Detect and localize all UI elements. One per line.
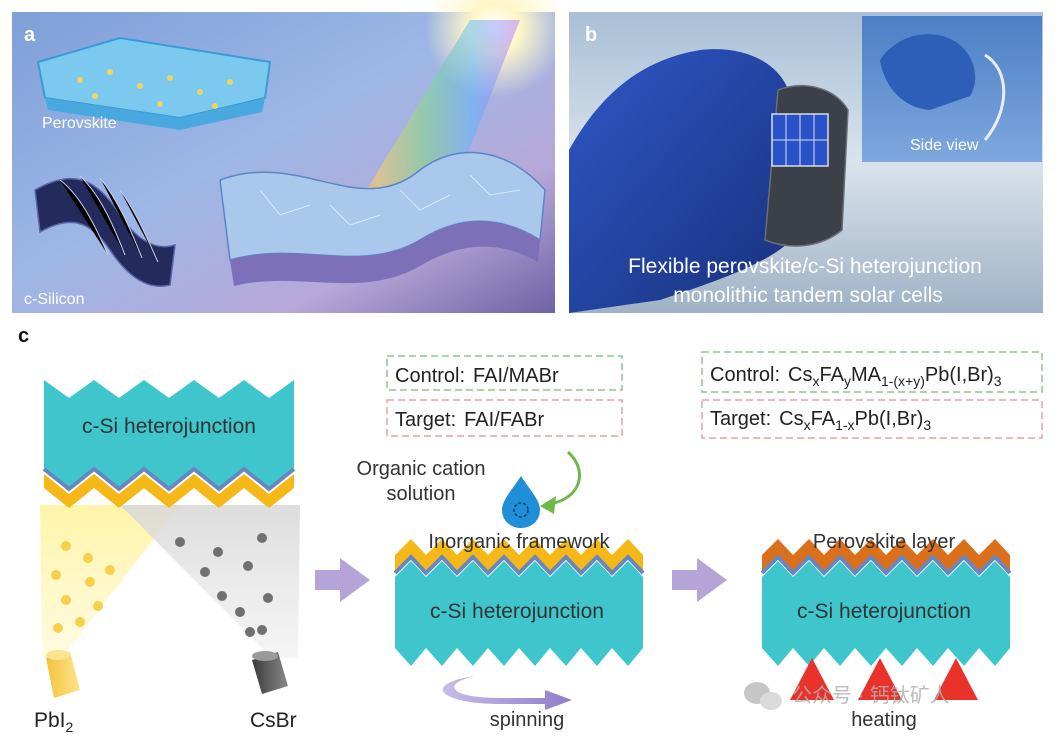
right-target-formula-part-5: 3 [923,417,931,433]
drop-highlight [513,502,529,518]
heating-label: heating [851,709,917,731]
right-control-text: Control: CsxFAyMA1-(x+y)Pb(I,Br)3 [710,364,1002,389]
heat-flame-icons [790,658,978,700]
watermark-text: 公众号 · 钙钛矿人 [792,684,950,707]
heat-icon-1 [790,658,834,700]
middle-target-box [386,399,623,437]
right-target-prefix: Target: [710,408,771,430]
middle-thin-layer [393,554,645,576]
left-inorganic-layer [44,474,294,508]
right-thin-layer [760,554,1012,576]
dropping-arrowhead [540,496,556,514]
right-control-box [701,351,1043,393]
pbi2-vapor-beam [40,505,180,658]
right-control-formula-part-1: x [812,373,819,389]
right-control-formula-part-7: 3 [994,373,1002,389]
panel-b-letter: b [585,24,597,46]
spinning-arrow [442,676,572,710]
right-control-formula-part-2: FA [819,364,844,386]
label-side-view: Side view [910,137,979,154]
middle-control-box [386,355,623,391]
panel-a: a Perovskite c-Silicon [12,0,565,313]
caption-line-2: monolithic tandem solar cells [673,284,943,307]
middle-inorganic-layer [395,539,643,571]
tandem-device [219,151,546,286]
right-silicon-block [762,561,1010,666]
label-c-silicon: c-Silicon [24,291,84,308]
right-control-prefix: Control: [710,364,780,386]
left-silicon-block [44,380,294,488]
dropping-curve-arrow [549,450,582,506]
solution-label-line-2: solution [387,483,456,505]
cell-electrode-grid [771,113,829,167]
stage-arrow-2 [672,558,727,602]
csbr-vapor-beam [120,505,300,658]
right-control-formula-part-6: Pb(I,Br) [925,364,994,386]
right-cell-label: c-Si heterojunction [797,600,971,623]
middle-control-value: FAI/MABr [473,365,559,387]
heating-stage: Control:CsxFAyMA1-(x+y)Pb(I,Br)3 Target:… [701,351,1043,731]
pbi2-particles [51,541,115,633]
right-target-formula-part-4: Pb(I,Br) [855,408,924,430]
middle-cell [393,539,645,666]
side-view-hand [880,34,976,110]
panel-c-letter: c [18,325,29,347]
stage-arrow-1 [315,558,370,602]
silicon-wafer [34,175,176,287]
spinning-label: spinning [490,709,565,731]
left-thin-layer [42,466,296,492]
middle-control-prefix: Control: [395,365,465,387]
right-control-formula: CsxFAyMA1-(x+y)Pb(I,Br)3 [788,364,1002,389]
panel-b: b Side view Flexible perovskite/c-Si het… [569,12,1043,313]
solution-drop-icon [502,476,540,528]
label-perovskite: Perovskite [42,115,117,132]
right-control-formula-part-3: y [844,373,851,389]
left-cell-label: c-Si heterojunction [82,415,256,438]
middle-control-text: Control: FAI/MABr [395,365,559,387]
right-target-formula: CsxFA1-xPb(I,Br)3 [779,408,931,433]
left-cell [42,380,296,508]
csbr-crucible [252,651,288,694]
right-perovskite-layer [762,539,1010,571]
solution-label-line-1: Organic cation [357,458,486,480]
label-pbi2: PbI2 [34,709,74,735]
right-cell [760,539,1012,666]
glove-hand [569,49,800,313]
heat-icon-2 [858,658,902,700]
middle-target-prefix: Target: [395,409,456,431]
right-control-formula-part-0: Cs [788,364,812,386]
wechat-icon [744,682,782,710]
right-control-formula-part-4: MA [851,364,882,386]
spin-coating-stage: Control: FAI/MABr Target: FAI/FABr Organic… [357,355,645,731]
middle-silicon-block [395,561,643,666]
right-control-formula-part-5: 1-(x+y) [881,373,925,389]
perovskite-lattice [36,36,272,130]
inorganic-framework-label: Inorganic framework [428,531,610,553]
middle-target-value: FAI/FABr [464,409,544,431]
label-pbi2-main: PbI [34,709,66,732]
panel-a-letter: a [24,24,36,46]
watermark: 公众号 · 钙钛矿人 [744,682,950,710]
label-pbi2-sub: 2 [66,719,74,735]
side-view-wafer [983,53,1006,141]
right-target-formula-part-3: 1-x [835,417,854,433]
right-target-box [701,399,1043,439]
middle-target-text: Target: FAI/FABr [395,409,545,431]
csbr-particles [175,533,273,637]
label-csbr: CsBr [250,709,297,732]
coevaporation-stage: c-Si heterojunction PbI2 CsBr [34,380,300,735]
right-target-formula-part-1: x [804,417,811,433]
right-target-formula-part-0: Cs [779,408,803,430]
pbi2-crucible [46,650,80,698]
right-target-formula-part-2: FA [811,408,836,430]
right-target-text: Target: CsxFA1-xPb(I,Br)3 [710,408,931,433]
caption-line-1: Flexible perovskite/c-Si heterojunction [628,255,982,278]
perovskite-layer-label: Perovskite layer [813,531,956,553]
heat-icon-3 [934,658,978,700]
middle-cell-label: c-Si heterojunction [430,600,604,623]
